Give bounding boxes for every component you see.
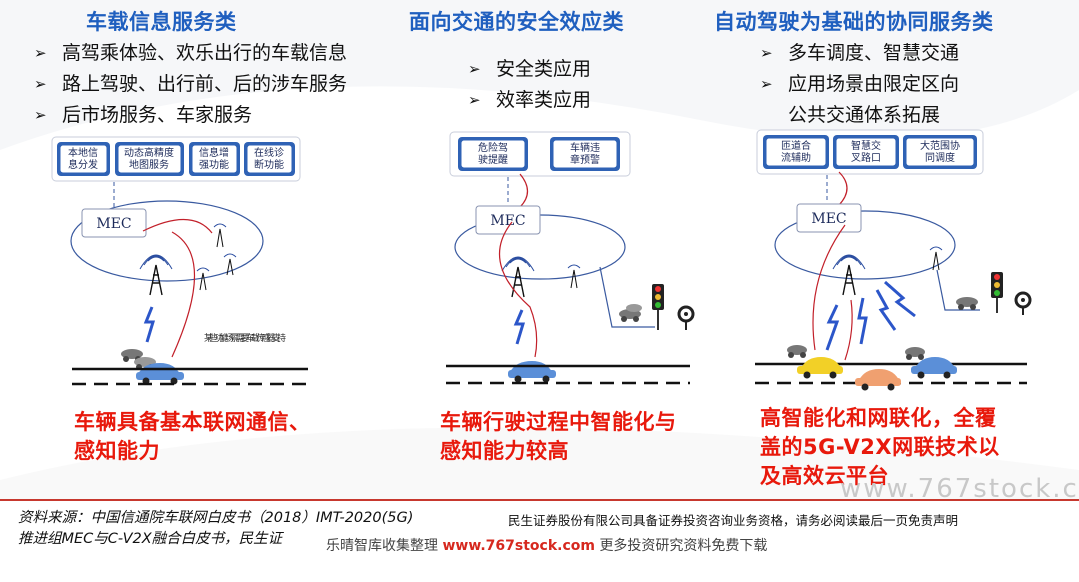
roadside-link: [599, 266, 655, 328]
bullet-item: ➢安全类应用: [466, 54, 591, 85]
signal-arrow: [171, 231, 195, 358]
service-box: 在线诊断功能: [244, 142, 295, 176]
cell-tower-icon: [832, 254, 866, 296]
arrow-bullet-icon: ➢: [34, 75, 47, 93]
column-title-3: 自动驾驶为基础的协同服务类: [714, 10, 994, 34]
svg-text:本地信息分发: 本地信息分发: [68, 146, 98, 171]
disclaimer: 民生证券股份有限公司具备证券投资咨询业务资格，请务必阅读最后一页免责声明: [508, 513, 959, 528]
small-tower-icon: [567, 264, 581, 289]
mec-box: [81, 208, 147, 238]
svg-text:匝道合流辅助: 匝道合流辅助: [781, 139, 811, 164]
column-3-bullets: ➢多车调度、智慧交通 ➢应用场景由限定区向 公共交通体系拓展: [758, 38, 959, 131]
svg-text:MEC: MEC: [490, 213, 525, 229]
mec-box: [475, 205, 541, 235]
service-box: 本地信息分发: [57, 142, 110, 176]
cell-tower-icon: [501, 256, 535, 298]
arrow-bullet-icon: ➢: [34, 106, 47, 124]
arrow-bullet-icon: ➢: [760, 75, 773, 93]
traffic-light-icon: [991, 272, 1003, 313]
source-note: 资料来源：中国信通院车联网白皮书（2018）IMT-2020(5G) 推进组ME…: [18, 510, 414, 547]
bullet-item: ➢多车调度、智慧交通: [758, 38, 959, 69]
column-title-2: 面向交通的安全效应类: [409, 10, 624, 34]
conclusion-1: 车辆具备基本联网通信、 感知能力: [74, 410, 311, 463]
column-2-bullets: ➢安全类应用 ➢效率类应用: [466, 54, 591, 116]
bullet-item: ➢后市场服务、车家服务: [32, 100, 347, 131]
svg-text:MEC: MEC: [811, 211, 846, 227]
arrow-bullet-icon: ➢: [760, 44, 773, 62]
collector-label: 乐晴智库收集整理: [326, 538, 438, 554]
bullet-continuation: 公共交通体系拓展: [788, 104, 941, 126]
car-icon: [911, 357, 957, 379]
signal-arrow: [498, 221, 538, 358]
lightning-icon: [143, 306, 156, 343]
bullet-item: ➢路上驾驶、出行前、后的涉车服务: [32, 69, 347, 100]
service-box: 匝道合流辅助: [763, 135, 829, 169]
site-link[interactable]: www.767stock.com: [442, 538, 595, 554]
traffic-light-icon: [652, 284, 664, 330]
camera-icon: [677, 305, 695, 330]
tagline: 更多投资研究资料免费下载: [599, 538, 768, 554]
panel-note: 某些功能场景需要车载传感器支持: [204, 332, 286, 344]
svg-text:智慧交叉路口: 智慧交叉路口: [851, 139, 881, 164]
svg-text:车辆违章预警: 车辆违章预警: [570, 141, 600, 166]
bullet-item: ➢效率类应用: [466, 85, 591, 116]
signal-arrow: [142, 218, 213, 234]
conclusion-2: 车辆行驶过程中智能化与 感知能力较高: [440, 410, 677, 463]
car-icon: [797, 357, 843, 379]
signal-arrow: [812, 224, 846, 351]
service-box: 车辆违章预警: [550, 137, 620, 171]
column-title-1: 车载信息服务类: [86, 10, 237, 34]
signal-arrow: [844, 299, 853, 361]
small-tower-icon: [196, 223, 237, 291]
arrow-bullet-icon: ➢: [468, 60, 481, 78]
lightning-icon: [825, 280, 916, 351]
svg-text:动态高精度地图服务: 动态高精度地图服务: [124, 146, 174, 171]
svg-text:信息增强功能: 信息增强功能: [199, 146, 229, 171]
coverage-ellipse: [774, 210, 956, 280]
bullet-item: ➢高驾乘体验、欢乐出行的车载信息: [32, 38, 347, 69]
service-box: 大范围协同调度: [903, 135, 977, 169]
sensor-car-icon: [619, 304, 642, 322]
roadside-link: [936, 269, 980, 311]
car-icon: [855, 369, 901, 391]
signal-arrow: [519, 173, 529, 208]
svg-text:大范围协同调度: 大范围协同调度: [920, 139, 960, 164]
lightning-icon: [513, 309, 526, 345]
svg-text:MEC: MEC: [96, 216, 131, 232]
signal-arrow: [838, 171, 848, 206]
service-box: 智慧交叉路口: [833, 135, 899, 169]
diagram-panel-3: 匝道合流辅助 智慧交叉路口 大范围协同调度 MEC: [755, 129, 1035, 394]
camera-icon: [1014, 291, 1032, 315]
diagram-panel-2: 危险驾驶提醒 车辆违章预警 MEC: [440, 131, 700, 391]
svg-text:在线诊断功能: 在线诊断功能: [254, 146, 284, 171]
small-tower-icon: [929, 246, 943, 271]
service-box: 危险驾驶提醒: [458, 137, 528, 171]
footer-divider: [0, 499, 1079, 501]
sensor-car-icon: [956, 297, 978, 310]
arrow-bullet-icon: ➢: [34, 44, 47, 62]
svg-text:危险驾驶提醒: 危险驾驶提醒: [478, 141, 508, 166]
footer-watermark: 乐晴智库收集整理 www.767stock.com 更多投资研究资料免费下载: [326, 535, 767, 555]
diagram-panel-1: 本地信息分发 动态高精度地图服务 信息增强功能 在线诊断功能 MEC: [51, 136, 312, 391]
service-box: 信息增强功能: [189, 142, 240, 176]
column-1-bullets: ➢高驾乘体验、欢乐出行的车载信息 ➢路上驾驶、出行前、后的涉车服务 ➢后市场服务…: [32, 38, 347, 131]
sensor-car-icon: [787, 345, 925, 360]
conclusion-3: 高智能化和网联化，全覆 盖的5G-V2X网联技术以 及高效云平台: [760, 406, 1000, 488]
car-icon: [508, 361, 556, 383]
bullet-item: ➢应用场景由限定区向: [758, 69, 959, 100]
service-box: 动态高精度地图服务: [115, 142, 184, 176]
coverage-ellipse: [70, 200, 264, 282]
cell-tower-icon: [139, 254, 173, 296]
arrow-bullet-icon: ➢: [468, 91, 481, 109]
